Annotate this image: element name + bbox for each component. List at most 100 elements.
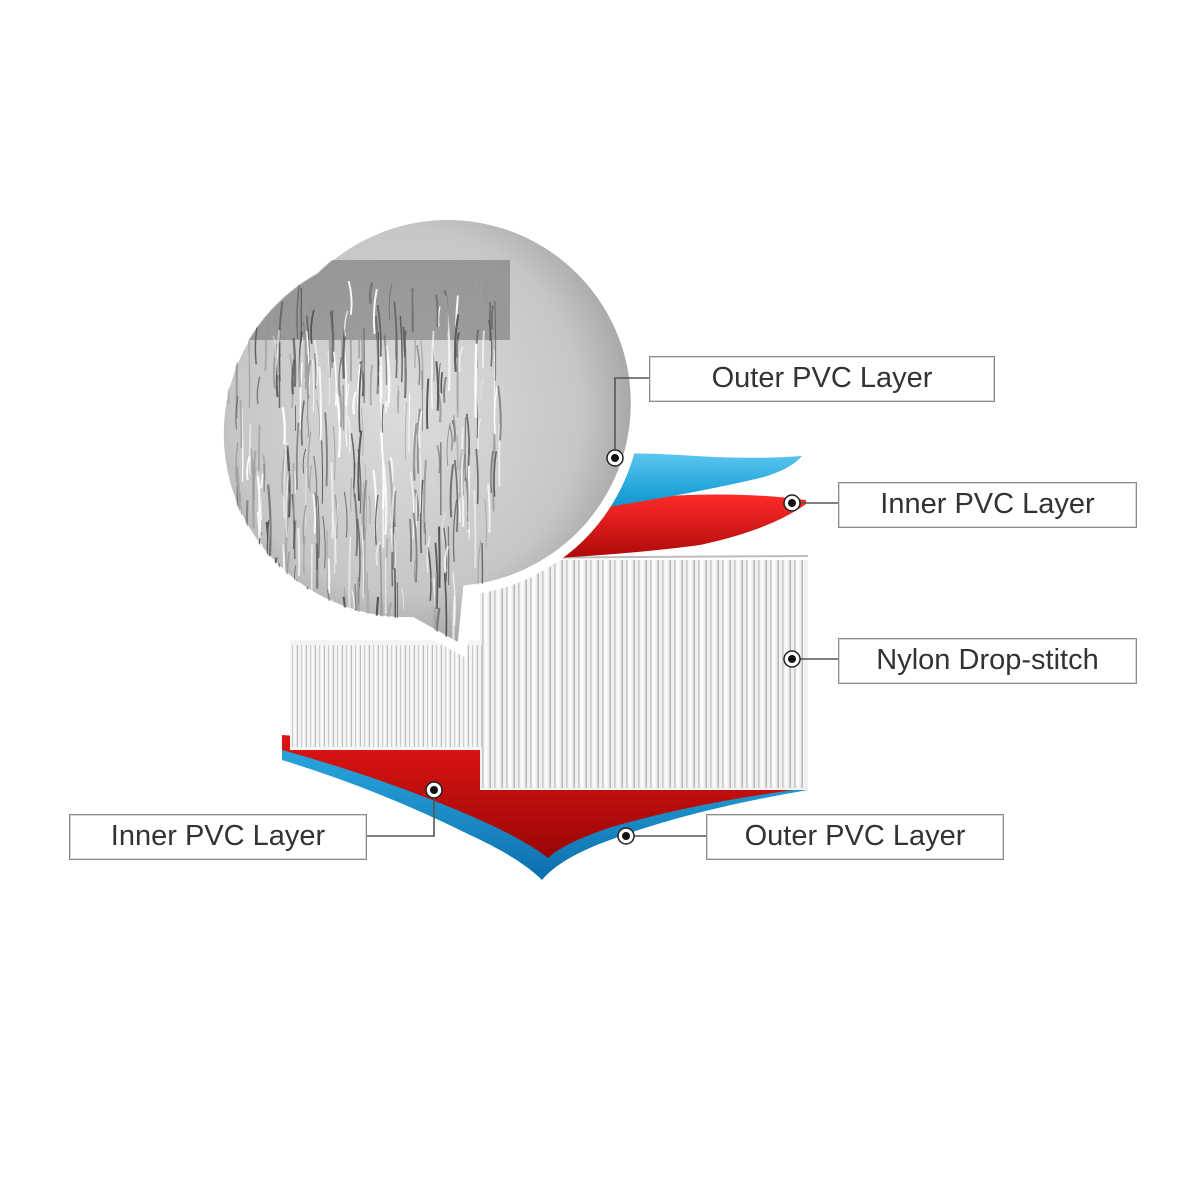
fiber-texture-strand bbox=[168, 444, 170, 489]
fiber-texture-strand bbox=[288, 301, 293, 329]
fiber-strand bbox=[770, 560, 779, 788]
fiber-texture-strand bbox=[426, 536, 431, 573]
label-outer-pvc-bottom: Outer PVC Layer bbox=[706, 814, 1004, 860]
fiber-texture-strand bbox=[299, 336, 304, 401]
fiber-texture-strand bbox=[162, 349, 163, 377]
fiber-texture-strand bbox=[412, 512, 418, 583]
fiber-texture-strand bbox=[229, 506, 234, 575]
fiber-texture-strand bbox=[239, 399, 243, 449]
fiber-texture-strand bbox=[484, 498, 488, 547]
fiber-texture-strand bbox=[329, 311, 335, 363]
fiber-texture-strand bbox=[178, 365, 181, 426]
fiber-strand bbox=[337, 645, 343, 747]
fiber-texture-strand bbox=[494, 301, 497, 381]
target-dot-icon bbox=[783, 650, 801, 668]
fiber-texture-strand bbox=[168, 510, 171, 579]
fiber-texture-strand bbox=[343, 491, 348, 538]
fiber-texture-strand bbox=[302, 448, 307, 474]
fiber-texture-strand bbox=[327, 350, 331, 406]
fiber-texture-strand bbox=[446, 422, 451, 467]
fiber-texture-strand bbox=[179, 514, 180, 592]
fiber-texture-strand bbox=[197, 572, 199, 599]
fiber-texture-strand bbox=[303, 305, 307, 378]
fiber-texture-strand bbox=[492, 434, 496, 512]
fiber-texture-strand bbox=[497, 385, 502, 441]
fiber-texture-strand bbox=[427, 547, 432, 601]
fiber-texture-strand bbox=[211, 396, 212, 428]
fiber-texture-strand bbox=[452, 499, 458, 563]
fiber-texture-strand bbox=[324, 412, 328, 487]
fiber-strand bbox=[301, 645, 307, 747]
nylon-drop-stitch-fibers bbox=[290, 555, 809, 790]
fiber-texture-strand bbox=[198, 368, 200, 389]
fiber-texture-strand bbox=[211, 336, 213, 410]
fiber-texture-strand bbox=[182, 534, 183, 566]
fiber-texture-strand bbox=[435, 294, 439, 328]
target-dot-icon bbox=[606, 449, 624, 467]
fiber-strand bbox=[346, 645, 352, 747]
fiber-texture-strand bbox=[232, 315, 237, 346]
fiber-texture-strand bbox=[200, 361, 201, 412]
fiber-texture-strand bbox=[136, 432, 137, 508]
fiber-texture-strand bbox=[130, 585, 132, 644]
fiber-texture-strand bbox=[141, 341, 143, 395]
fiber-texture-strand bbox=[249, 548, 253, 584]
fiber-texture-strand bbox=[368, 282, 374, 304]
fiber-strand bbox=[734, 560, 743, 788]
fiber-texture-strand bbox=[443, 573, 448, 642]
fiber-texture-strand bbox=[281, 407, 287, 445]
fiber-texture-strand bbox=[180, 319, 182, 390]
fiber-texture-strand bbox=[203, 326, 206, 382]
fiber-texture-strand bbox=[473, 280, 477, 326]
fiber-strand bbox=[328, 645, 334, 747]
fiber-texture-strand bbox=[300, 400, 305, 446]
fiber-texture-strand bbox=[214, 321, 215, 396]
fiber-texture-strand bbox=[153, 301, 155, 343]
label-inner-pvc-top: Inner PVC Layer bbox=[838, 482, 1137, 528]
fiber-texture-strand bbox=[321, 440, 324, 504]
fiber-texture-strand bbox=[139, 355, 140, 409]
fiber-texture-strand bbox=[438, 526, 441, 588]
fiber-texture-strand bbox=[382, 487, 386, 548]
fiber-texture-strand bbox=[345, 384, 350, 447]
fiber-strand bbox=[626, 560, 635, 788]
fiber-texture-strand bbox=[453, 459, 459, 532]
fiber-texture-strand bbox=[184, 339, 185, 370]
fiber-strand bbox=[542, 560, 551, 788]
fiber-texture-strand bbox=[181, 334, 182, 354]
fiber-texture-strand bbox=[185, 581, 186, 609]
fiber-texture-strand bbox=[363, 290, 367, 318]
fiber-texture-strand bbox=[137, 608, 139, 630]
fiber-texture-strand bbox=[248, 332, 251, 408]
fiber-texture-strand bbox=[313, 340, 319, 386]
fiber-texture-strand bbox=[347, 415, 351, 453]
fiber-texture-strand bbox=[492, 432, 496, 454]
fiber-texture-strand bbox=[147, 503, 149, 577]
fiber-texture-strand bbox=[375, 541, 381, 566]
fiber-texture-strand bbox=[353, 463, 356, 498]
fiber-texture-strand bbox=[475, 448, 479, 505]
fiber-texture-strand bbox=[189, 606, 190, 655]
fiber-texture-strand bbox=[456, 435, 459, 470]
fiber-strand bbox=[518, 560, 527, 788]
fiber-strand bbox=[590, 560, 599, 788]
fiber-texture-strand bbox=[147, 467, 149, 529]
fiber-texture-strand bbox=[349, 326, 353, 382]
fiber-texture-strand bbox=[172, 435, 173, 481]
fiber-texture-strand bbox=[358, 360, 363, 433]
fiber-texture-strand bbox=[163, 522, 165, 552]
fiber-texture-strand bbox=[191, 346, 192, 398]
fiber-texture-strand bbox=[209, 330, 212, 381]
target-dot-icon bbox=[617, 827, 635, 845]
fiber-texture-strand bbox=[452, 415, 456, 443]
fiber-texture-strand bbox=[386, 353, 390, 408]
fiber-texture-strand bbox=[242, 293, 246, 322]
fiber-texture-strand bbox=[173, 419, 174, 493]
fiber-strand bbox=[566, 560, 575, 788]
fiber-texture-strand bbox=[251, 288, 256, 313]
fiber-texture-strand bbox=[137, 304, 140, 330]
fiber-texture-strand bbox=[220, 331, 224, 370]
fiber-texture-strand bbox=[277, 593, 283, 650]
fiber-texture-strand bbox=[313, 492, 319, 570]
fiber-texture-strand bbox=[357, 430, 363, 502]
